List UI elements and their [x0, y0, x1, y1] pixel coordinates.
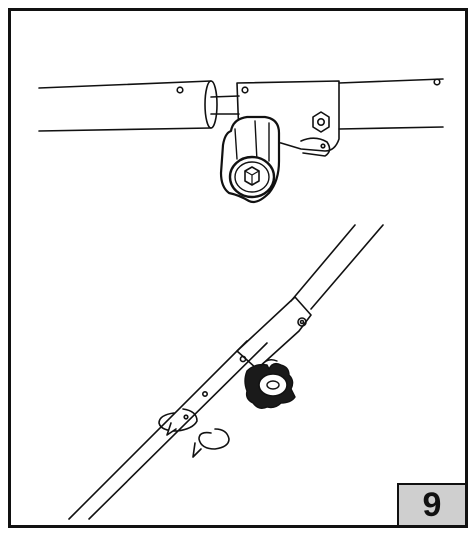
step-number: 9: [422, 486, 442, 524]
clamp-nut: [312, 111, 330, 133]
rotation-arrow-icon: [192, 428, 230, 458]
housing-hole: [241, 86, 249, 94]
rotation-arrow-icon: [158, 408, 198, 436]
left-tube: [38, 80, 212, 132]
tube-hole-left: [176, 86, 184, 94]
tube-hole: [202, 390, 209, 397]
housing-tab: [300, 137, 331, 157]
step-badge: 9: [397, 483, 465, 525]
connector-pin: [210, 95, 240, 115]
tube-sleeve: [236, 296, 312, 370]
clamp-knob: [219, 115, 281, 204]
hexagon-icon: [244, 166, 260, 186]
lower-detail: [68, 224, 384, 520]
tube-hole-right: [433, 78, 441, 86]
left-tube-end: [204, 80, 218, 129]
upper-detail: [38, 78, 444, 204]
clamp-housing: [236, 80, 340, 152]
right-tube: [338, 78, 444, 130]
sleeve-hole: [239, 355, 247, 363]
tab-hole: [320, 143, 326, 149]
instruction-frame: 9: [8, 8, 468, 528]
diagonal-tube-upper: [290, 224, 384, 310]
tube-hole: [183, 414, 189, 420]
sleeve-bolt: [297, 317, 307, 327]
assembly-illustration: [38, 78, 444, 520]
lower-knob: [244, 359, 296, 410]
